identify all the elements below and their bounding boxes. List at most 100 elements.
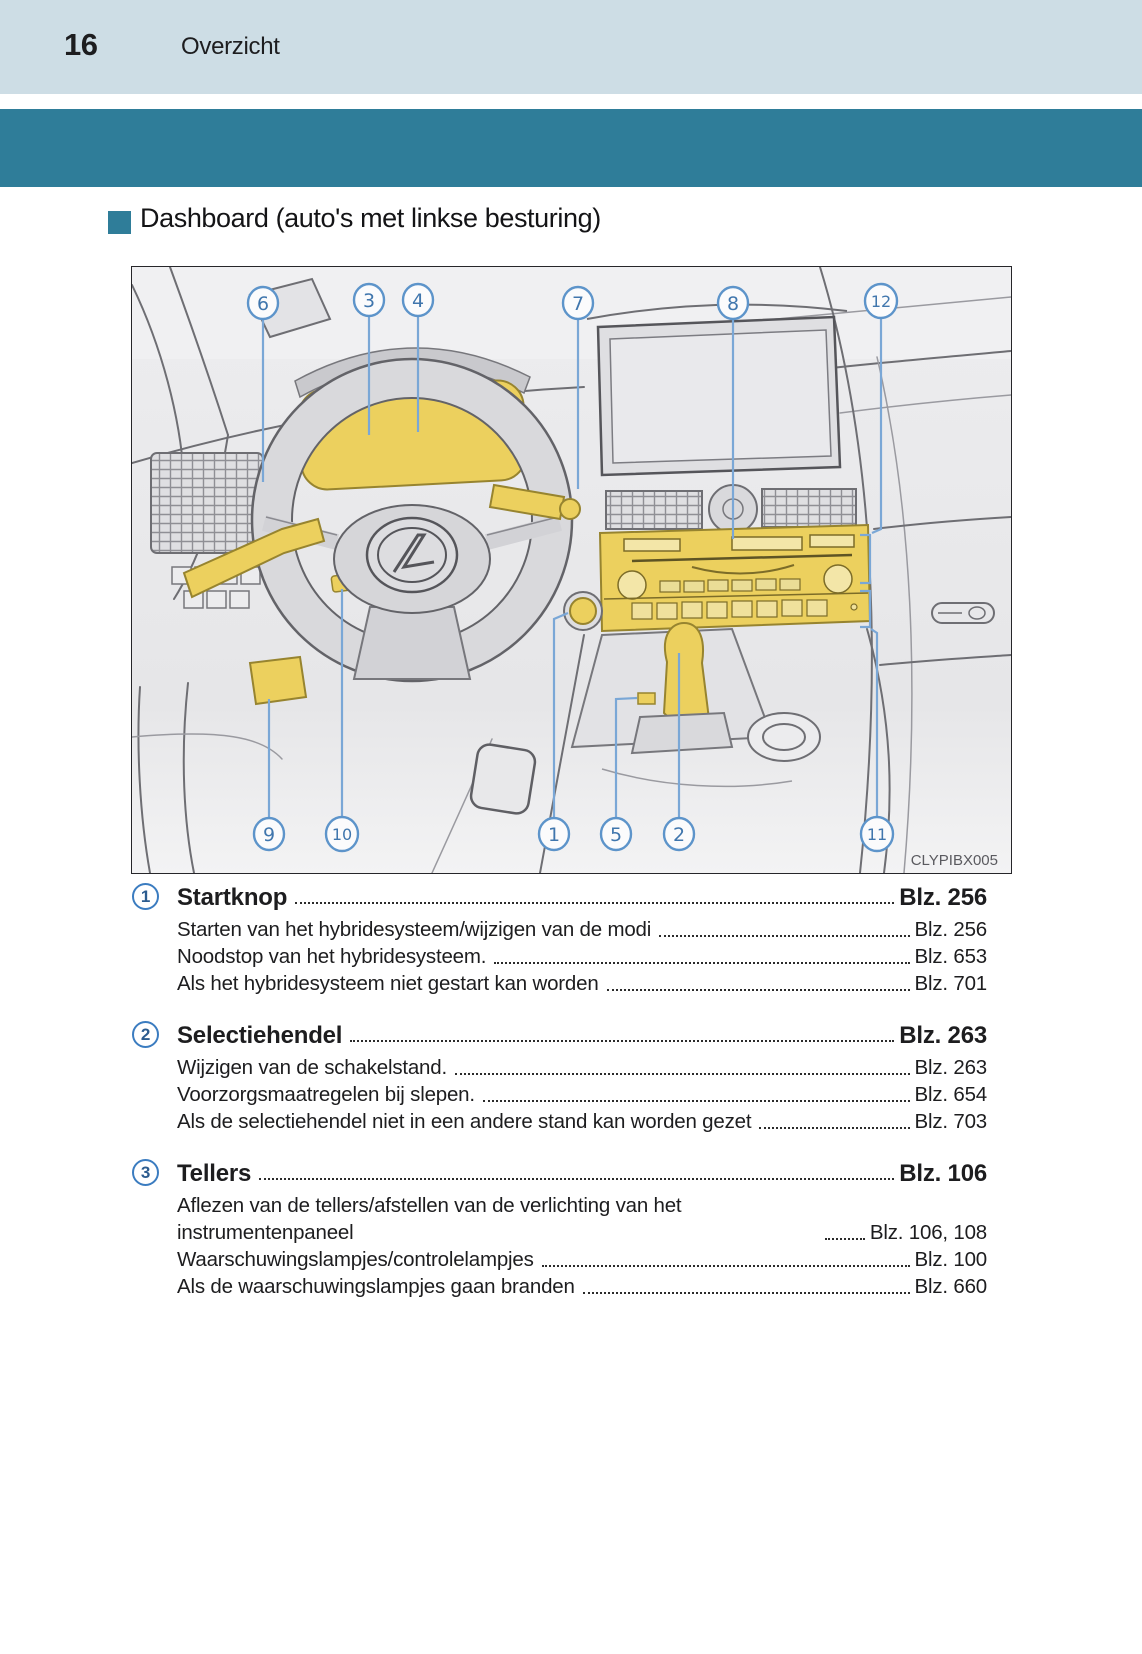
item-page-ref: Blz. 256: [899, 884, 987, 911]
dot-leader: [606, 989, 910, 991]
sub-item-page-ref: Blz. 653: [914, 945, 988, 968]
lexus-emblem: [365, 516, 459, 594]
sub-item-page-ref: Blz. 256: [914, 918, 988, 941]
heading-bullet-square: [108, 211, 131, 234]
shift-lever-highlight: [662, 621, 710, 729]
sub-item-text: Voorzorgsmaatregelen bij slepen.: [177, 1083, 475, 1106]
index-sub-item: Als de waarschuwingslampjes gaan branden…: [177, 1273, 987, 1300]
callout-lines: [261, 316, 883, 818]
index-item-main: 2 Selectiehendel Blz. 263: [131, 1018, 987, 1050]
sub-item-text: Wijzigen van de schakelstand.: [177, 1056, 447, 1079]
callout-6: 6: [246, 285, 280, 321]
index-item: 1 Startknop Blz. 256 Starten van het hyb…: [131, 880, 987, 997]
svg-text:1: 1: [548, 824, 560, 846]
item-page-ref: Blz. 106: [899, 1160, 987, 1187]
callout-9: 9: [252, 816, 286, 852]
dot-leader: [541, 1265, 910, 1267]
callout-8: 8: [716, 285, 750, 321]
svg-text:10: 10: [332, 825, 352, 844]
dot-leader: [494, 962, 910, 964]
callout-10: 10: [324, 815, 360, 853]
index-list: 1 Startknop Blz. 256 Starten van het hyb…: [131, 880, 987, 1321]
index-sub-item: Als het hybridesysteem niet gestart kan …: [177, 970, 987, 997]
callout-11: 11: [859, 815, 895, 853]
index-item: 2 Selectiehendel Blz. 263 Wijzigen van d…: [131, 1018, 987, 1135]
svg-text:8: 8: [727, 293, 739, 315]
cup-holder: [747, 712, 821, 762]
audio-system-highlight: [598, 523, 872, 633]
sub-item-text: Starten van het hybridesysteem/wijzigen …: [177, 918, 652, 941]
sub-item-text: Als de waarschuwingslampjes gaan branden: [177, 1275, 575, 1298]
sub-item-text: Als het hybridesysteem niet gestart kan …: [177, 972, 599, 995]
callout-12: 12: [863, 282, 899, 320]
sub-item-text: Waarschuwingslampjes/controlelampjes: [177, 1248, 534, 1271]
svg-text:3: 3: [363, 290, 375, 312]
dot-leader: [350, 1040, 895, 1042]
index-sub-item: Als de selectiehendel niet in een andere…: [177, 1108, 987, 1135]
item-title: Startknop: [177, 884, 288, 911]
dot-leader: [482, 1100, 910, 1102]
index-sub-list: Starten van het hybridesysteem/wijzigen …: [131, 916, 987, 997]
callout-1: 1: [537, 816, 571, 852]
index-sub-item: Starten van het hybridesysteem/wijzigen …: [177, 916, 987, 943]
index-sub-list: Aflezen van de tellers/afstellen van de …: [131, 1192, 987, 1300]
accelerator-pedal: [469, 743, 537, 815]
dot-leader: [759, 1127, 910, 1129]
shift-lock-highlight: [637, 692, 656, 705]
sub-item-text: Als de selectiehendel niet in een andere…: [177, 1110, 752, 1133]
knee-airbag-highlight: [248, 655, 308, 706]
section-name: Overzicht: [181, 33, 280, 60]
item-page-ref: Blz. 263: [899, 1022, 987, 1049]
page-header-band: 16 Overzicht: [0, 0, 1142, 94]
callout-4: 4: [401, 282, 435, 318]
index-sub-item: Voorzorgsmaatregelen bij slepen. Blz. 65…: [177, 1081, 987, 1108]
sub-item-page-ref: Blz. 654: [914, 1083, 988, 1106]
dot-leader: [454, 1073, 910, 1075]
sub-item-page-ref: Blz. 660: [914, 1275, 988, 1298]
index-sub-item: Waarschuwingslampjes/controlelampjes Blz…: [177, 1246, 987, 1273]
sub-item-page-ref: Blz. 100: [914, 1248, 988, 1271]
item-title: Selectiehendel: [177, 1022, 343, 1049]
sub-item-page-ref: Blz. 703: [914, 1110, 988, 1133]
center-console: [570, 621, 821, 788]
figure-code: CLYPIBX005: [911, 852, 998, 869]
callout-badges: 6 3 4 7 8 12 9 10 1 5 2 11: [246, 282, 899, 853]
dot-leader: [295, 902, 895, 904]
dashboard-illustration: 6 3 4 7 8 12 9 10 1 5 2 11 CLYPIBX005: [131, 266, 1012, 874]
dot-leader: [825, 1238, 865, 1240]
index-item: 3 Tellers Blz. 106 Aflezen van de teller…: [131, 1156, 987, 1300]
chapter-color-band: [0, 109, 1142, 187]
page-number: 16: [64, 27, 98, 62]
left-air-vent: [150, 452, 264, 554]
callout-3: 3: [352, 282, 386, 318]
sub-item-page-ref: Blz. 263: [914, 1056, 988, 1079]
climate-buttons: [631, 599, 858, 620]
index-sub-item: Aflezen van de tellers/afstellen van de …: [177, 1192, 987, 1246]
right-stalk-highlight: [488, 483, 581, 521]
svg-text:12: 12: [871, 292, 891, 311]
center-display: [586, 303, 848, 477]
item-number-badge: 1: [132, 883, 159, 910]
svg-text:7: 7: [572, 293, 584, 315]
svg-text:6: 6: [257, 293, 269, 315]
index-sub-list: Wijzigen van de schakelstand. Blz. 263 V…: [131, 1054, 987, 1135]
callout-5: 5: [599, 816, 633, 852]
dot-leader: [259, 1178, 895, 1180]
svg-text:9: 9: [263, 824, 275, 846]
callout-2: 2: [662, 816, 696, 852]
door-handle: [931, 602, 995, 624]
dashboard-sketch: 6 3 4 7 8 12 9 10 1 5 2 11 CLYPIBX005: [132, 267, 1011, 873]
dot-leader: [582, 1292, 910, 1294]
callout-7: 7: [561, 285, 595, 321]
index-sub-item: Noodstop van het hybridesysteem. Blz. 65…: [177, 943, 987, 970]
sub-item-page-ref: Blz. 106, 108: [869, 1221, 987, 1244]
index-item-main: 3 Tellers Blz. 106: [131, 1156, 987, 1188]
index-item-main: 1 Startknop Blz. 256: [131, 880, 987, 912]
dot-leader: [659, 935, 910, 937]
svg-text:4: 4: [412, 290, 424, 312]
sub-item-text: Noodstop van het hybridesysteem.: [177, 945, 487, 968]
left-stalk-highlight: [182, 517, 326, 599]
sub-item-text: Aflezen van de tellers/afstellen van de …: [177, 1194, 682, 1244]
svg-text:2: 2: [673, 824, 685, 846]
svg-text:5: 5: [610, 824, 622, 846]
